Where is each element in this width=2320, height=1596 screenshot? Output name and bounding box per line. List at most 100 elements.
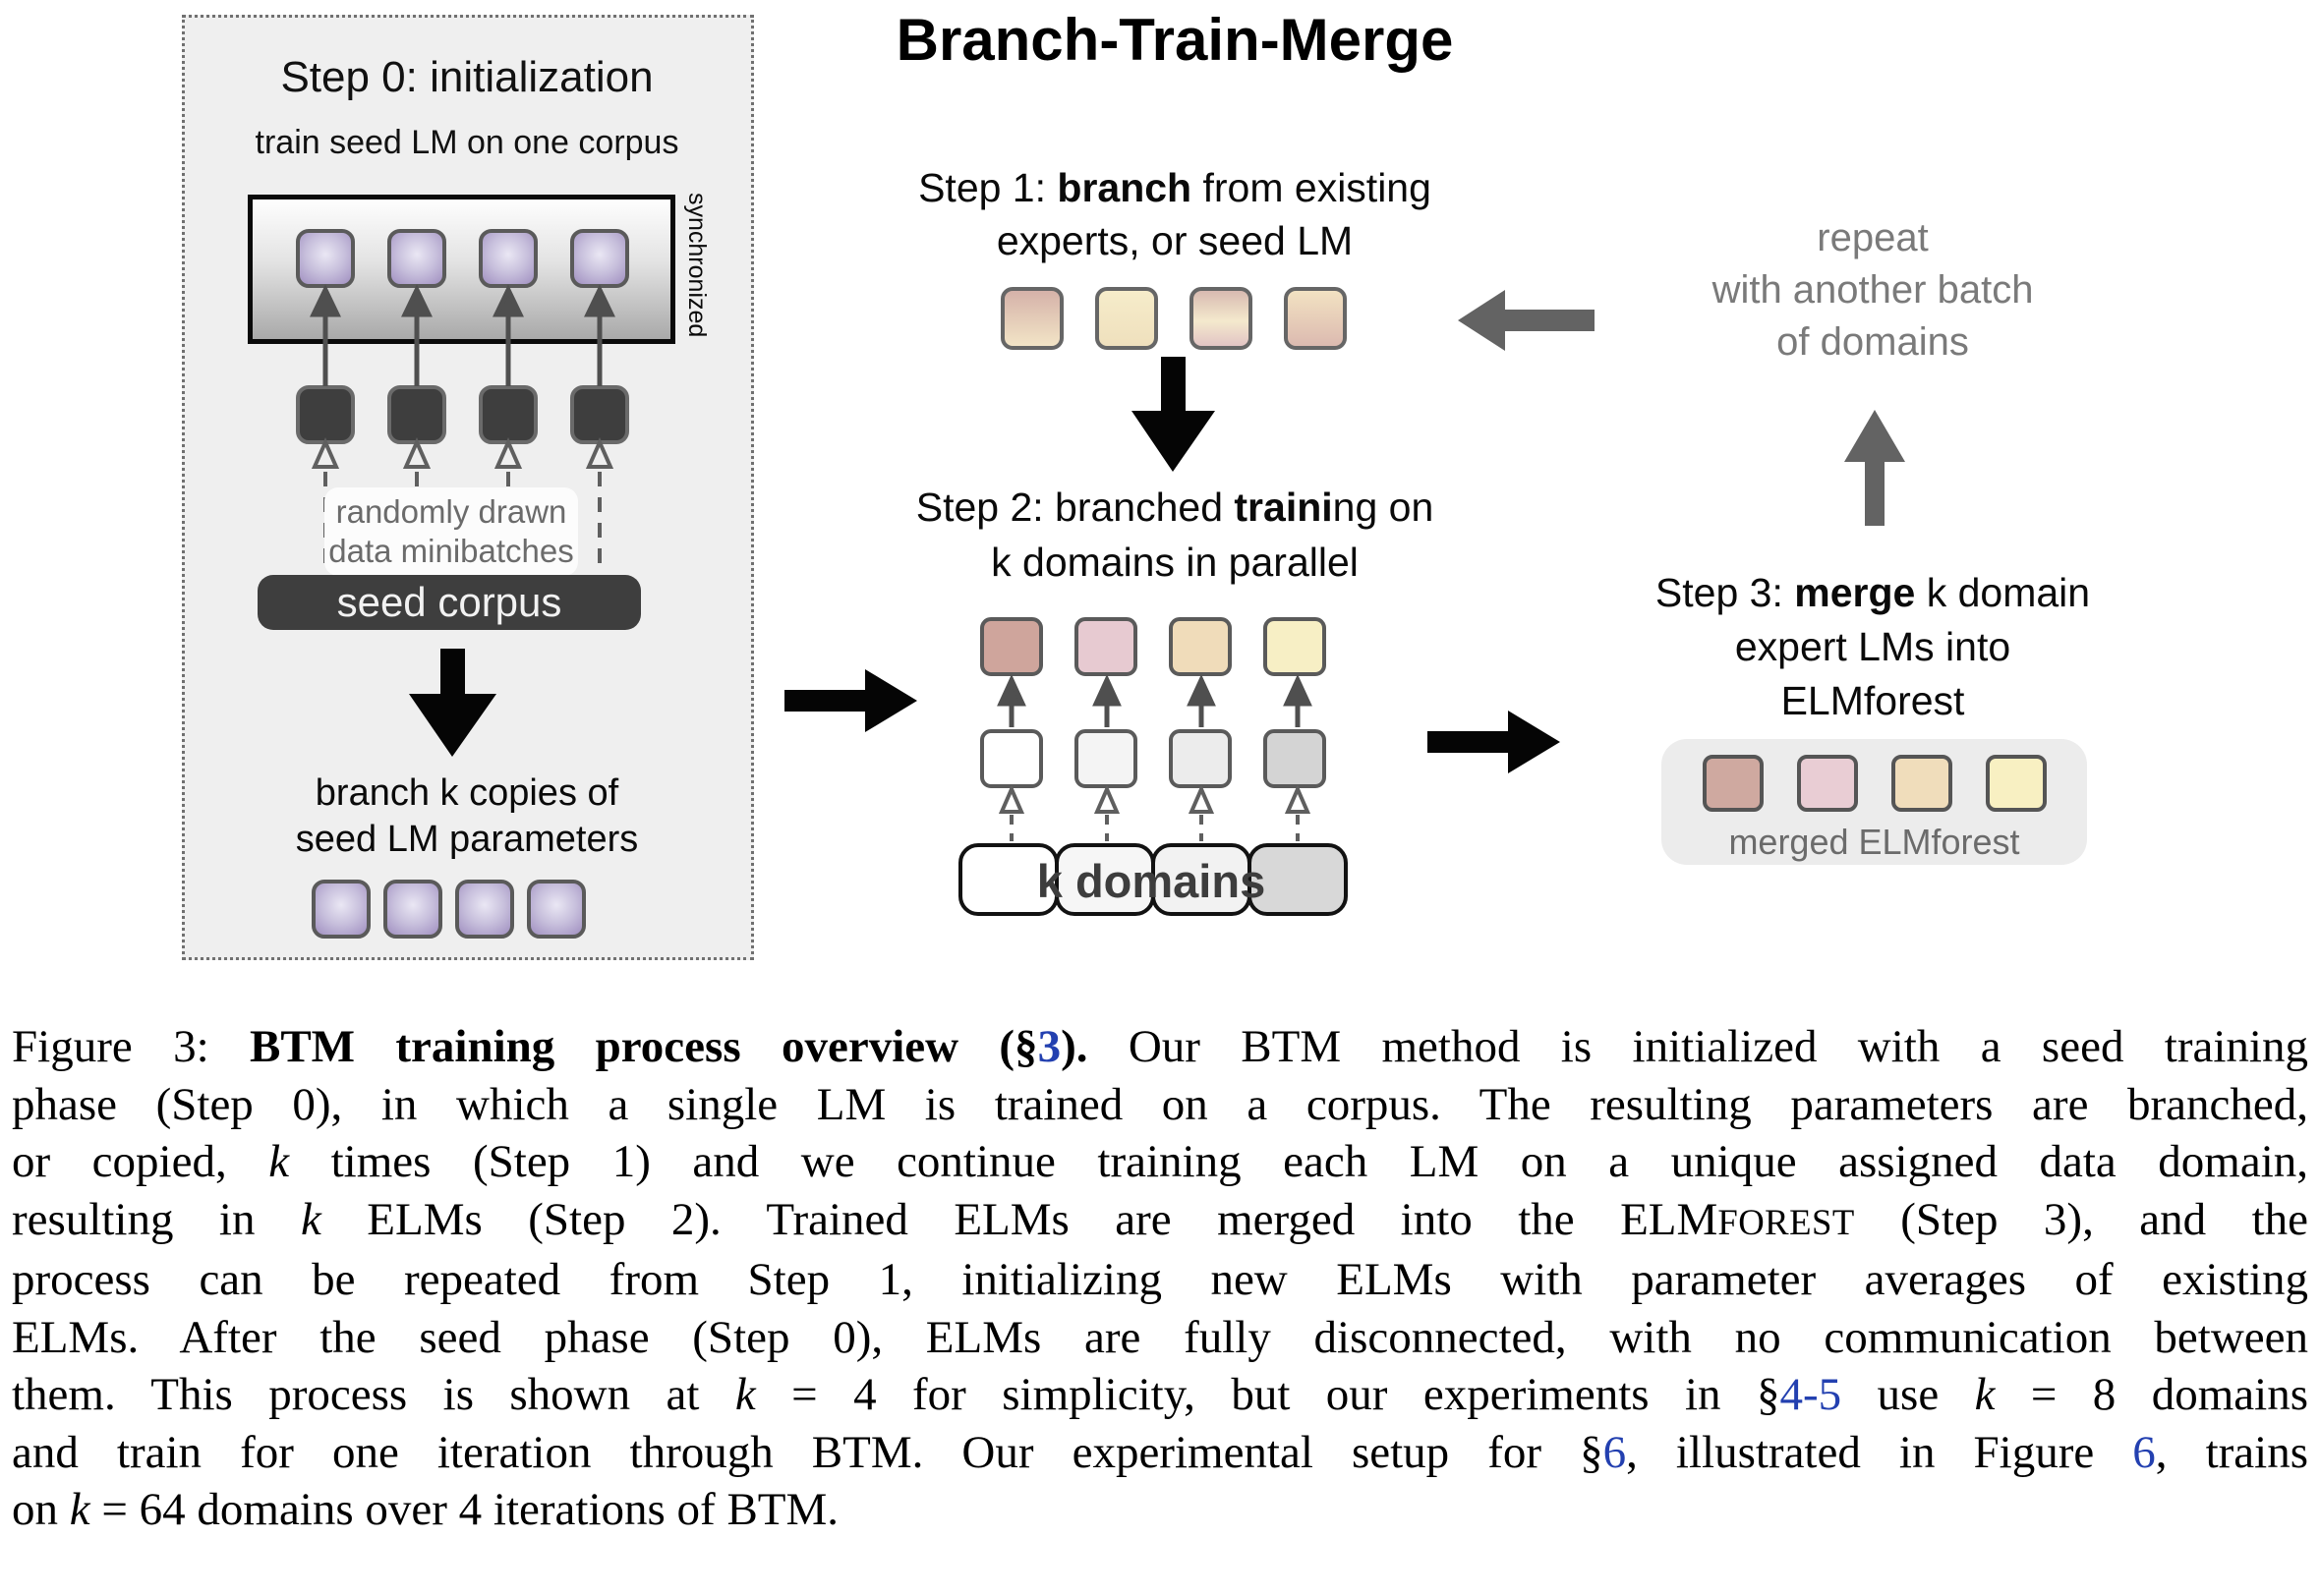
text-segment: Figure 3: [12, 1021, 250, 1072]
repeat-note-line1: repeat [1817, 216, 1929, 259]
minibatch-note-line1: randomly drawn [335, 493, 567, 530]
step0-to-step2-arrow [784, 669, 917, 732]
text-segment: them. This process is shown at [12, 1369, 735, 1420]
step3-heading: Step 3: merge k domain expert LMs into E… [1622, 566, 2123, 728]
repeat-note-line3: of domains [1776, 320, 1969, 364]
branch-copies-line1: branch k copies of [315, 772, 619, 814]
text-segment: = 8 domains [1995, 1369, 2308, 1420]
base-lm-square [1169, 729, 1232, 788]
branched-expert-square [1001, 287, 1064, 350]
text-segment: k [69, 1484, 90, 1535]
branched-expert-square [1284, 287, 1347, 350]
caption-line: resulting in k ELMs (Step 2). Trained EL… [12, 1191, 2308, 1252]
minibatch-row [296, 385, 629, 444]
text-segment: from existing [1191, 165, 1431, 210]
k-domains-pills [958, 843, 1348, 916]
figure-title: Branch-Train-Merge [896, 7, 1454, 73]
text-segment: merge [1794, 570, 1916, 615]
caption-line: and train for one iteration through BTM.… [12, 1424, 2308, 1482]
domain-pill [1247, 843, 1348, 916]
figure-caption: Figure 3: BTM training process overview … [12, 1018, 2308, 1539]
merged-experts-row [1703, 755, 2047, 812]
repeat-note-line2: with another batch [1711, 268, 2034, 312]
text-segment: Step 1: [918, 165, 1058, 210]
seed-lm-copy-square [383, 880, 442, 939]
text-segment: process can be repeated from Step 1, ini… [12, 1254, 2308, 1305]
step1-heading-line1: Step 1: branch from existing [836, 165, 1514, 211]
text-segment: Step 2: branched [915, 484, 1235, 530]
seed-lm-square [479, 229, 538, 288]
minibatch-square [570, 385, 629, 444]
step2-experts-row [980, 617, 1326, 676]
text-segment: k domain [1915, 570, 2091, 615]
text-segment: , trains [2155, 1426, 2309, 1478]
text-segment: 4-5 [1779, 1369, 1842, 1420]
minibatch-note: randomly drawn data minibatches [324, 487, 578, 576]
training-arrows [997, 673, 1312, 727]
base-lm-square [1074, 729, 1137, 788]
text-segment: and train for one iteration through BTM.… [12, 1426, 1603, 1478]
repeat-left-arrow [1458, 290, 1595, 351]
text-segment: = 4 for simplicity, but our experiments … [755, 1369, 1780, 1420]
text-segment: resulting in [12, 1193, 301, 1245]
repeat-up-arrow [1844, 410, 1905, 526]
text-segment: ELMs (Step 2). Trained ELMs are merged i… [320, 1193, 1718, 1245]
branch-copies-note: branch k copies of seed LM parameters [206, 770, 727, 863]
text-segment: ). [1061, 1021, 1088, 1072]
seed-lm-square [570, 229, 629, 288]
text-segment: branch [1057, 165, 1192, 210]
minibatch-note-line2: data minibatches [328, 533, 574, 569]
step2-heading-line1: Step 2: branched training on [836, 484, 1514, 531]
merged-expert-square [1986, 755, 2047, 812]
text-segment: use [1841, 1369, 1975, 1420]
text-segment: ELMs. After the seed phase (Step 0), ELM… [12, 1311, 2308, 1363]
step3-heading-line1: Step 3: merge k domain [1622, 566, 2123, 620]
text-segment: FOREST [1717, 1201, 1855, 1242]
merged-elmforest-label: merged ELMforest [1728, 822, 2020, 862]
text-segment: = 64 domains over 4 iterations of BTM. [89, 1484, 840, 1535]
text-segment: BTM training process overview (§ [249, 1021, 1038, 1072]
minibatch-square [479, 385, 538, 444]
repeat-note: repeat with another batch of domains [1652, 212, 2094, 369]
base-lm-square [1263, 729, 1326, 788]
text-segment: k [268, 1136, 290, 1187]
seed-lm-copy-square [455, 880, 514, 939]
caption-line: or copied, k times (Step 1) and we conti… [12, 1133, 2308, 1191]
step2-base-row [980, 729, 1326, 788]
text-segment: phase (Step 0), in which a single LM is … [12, 1078, 2308, 1130]
expert-lm-square [980, 617, 1043, 676]
text-segment: Our BTM method is initialized with a see… [1087, 1021, 2308, 1072]
step3-heading-line3: ELMforest [1780, 678, 1965, 723]
base-lm-square [980, 729, 1043, 788]
step3-heading-line2: expert LMs into [1734, 624, 2011, 669]
text-segment: 6 [1602, 1426, 1627, 1478]
seed-lm-square [387, 229, 446, 288]
text-segment: times (Step 1) and we continue training … [289, 1136, 2309, 1187]
caption-line: them. This process is shown at k = 4 for… [12, 1366, 2308, 1424]
seed-corpus-bar: seed corpus [258, 575, 641, 630]
seed-lm-copy-square [527, 880, 586, 939]
seed-lm-row [296, 229, 629, 288]
text-segment: 6 [2132, 1426, 2156, 1478]
step2-heading-line2: k domains in parallel [991, 540, 1359, 585]
text-segment: on [12, 1484, 70, 1535]
expert-lm-square [1169, 617, 1232, 676]
text-segment: or copied, [12, 1136, 269, 1187]
branched-expert-square [1189, 287, 1252, 350]
merged-expert-square [1797, 755, 1858, 812]
minibatch-square [387, 385, 446, 444]
text-segment: , illustrated in Figure [1626, 1426, 2133, 1478]
text-segment: Step 3: [1654, 570, 1795, 615]
domain-feed-arrows [998, 783, 1311, 841]
caption-line: on k = 64 domains over 4 iterations of B… [12, 1481, 2308, 1539]
k-domains-label: k domains [1036, 855, 1266, 907]
expert-lm-square [1074, 617, 1137, 676]
merged-expert-square [1703, 755, 1764, 812]
branched-copies-row [312, 880, 586, 939]
text-segment: k [1974, 1369, 1996, 1420]
synchronized-label: synchronized [683, 193, 711, 338]
caption-line: phase (Step 0), in which a single LM is … [12, 1076, 2308, 1134]
step0-subtitle: train seed LM on one corpus [255, 124, 679, 161]
step1-to-step2-arrow [1131, 357, 1215, 472]
caption-line: process can be repeated from Step 1, ini… [12, 1251, 2308, 1309]
